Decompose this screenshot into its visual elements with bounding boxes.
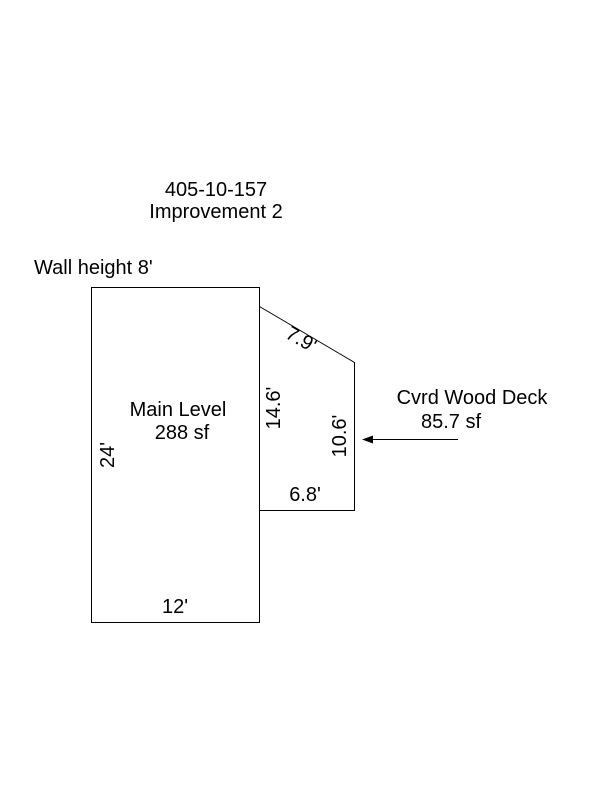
deck-area: 85.7 sf (421, 411, 481, 433)
deck-bottom-dimension: 6.8' (289, 484, 321, 506)
main-level-side-dimension: 24' (97, 442, 119, 468)
wall-height-label: Wall height 8' (34, 257, 153, 279)
deck-diagonal-dimension: 7.9' (282, 322, 320, 357)
main-level-inner-dimension: 14.6' (263, 387, 285, 430)
deck-right-dimension: 10.6' (329, 415, 351, 458)
improvement-label: Improvement 2 (149, 201, 282, 223)
main-level-area: 288 sf (155, 422, 210, 444)
parcel-id: 405-10-157 (165, 179, 267, 201)
main-level-name: Main Level (130, 399, 227, 421)
callout-arrowhead (362, 435, 373, 444)
main-level-bottom-dimension: 12' (162, 596, 188, 618)
deck-name: Cvrd Wood Deck (397, 387, 549, 409)
deck-outline (259, 305, 355, 511)
